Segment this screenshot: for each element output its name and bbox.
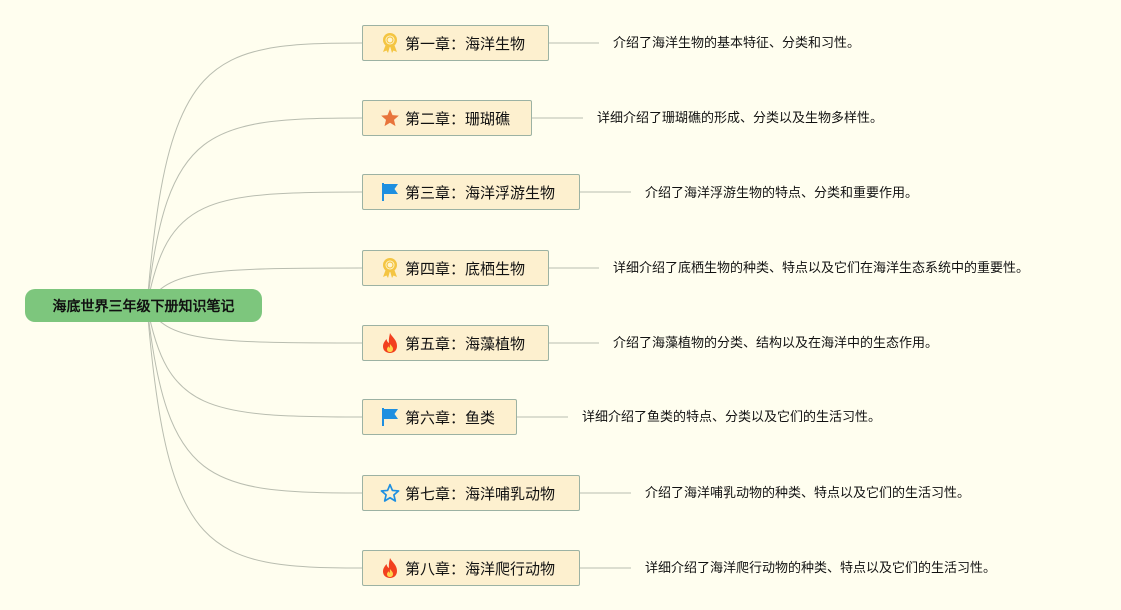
root-topic[interactable]: 海底世界三年级下册知识笔记: [25, 289, 262, 322]
chapter-node-6[interactable]: 第六章：鱼类: [362, 399, 517, 435]
branch-connector: [146, 305, 363, 494]
chapter-node-2[interactable]: 第二章：珊瑚礁: [362, 100, 532, 136]
chapter-node-3[interactable]: 第三章：海洋浮游生物: [362, 174, 580, 210]
chapter-label: 第六章：鱼类: [405, 408, 496, 427]
fire-icon: [379, 332, 401, 354]
chapter-label: 第七章：海洋哺乳动物: [405, 484, 556, 503]
chapter-label: 第四章：底栖生物: [405, 259, 526, 278]
chapter-label: 第三章：海洋浮游生物: [405, 183, 556, 202]
branch-connector: [146, 305, 363, 569]
chapter-description-4: 详细介绍了底栖生物的种类、特点以及它们在海洋生态系统中的重要性。: [613, 261, 1030, 276]
chapter-description-2: 详细介绍了珊瑚礁的形成、分类以及生物多样性。: [597, 111, 884, 126]
chapter-description-1: 介绍了海洋生物的基本特征、分类和习性。: [613, 36, 861, 51]
fire-icon: [379, 557, 401, 579]
chapter-node-5[interactable]: 第五章：海藻植物: [362, 325, 549, 361]
branch-connector: [146, 42, 363, 306]
award-ribbon-icon: [379, 32, 401, 54]
chapter-label: 第八章：海洋爬行动物: [405, 559, 556, 578]
chapter-node-1[interactable]: 第一章：海洋生物: [362, 25, 549, 61]
chapter-description-5: 介绍了海藻植物的分类、结构以及在海洋中的生态作用。: [613, 336, 939, 351]
chapter-label: 第五章：海藻植物: [405, 334, 526, 353]
chapter-label: 第二章：珊瑚礁: [405, 109, 511, 128]
flag-icon: [379, 181, 401, 203]
star-outline-icon: [379, 482, 401, 504]
star-icon: [379, 107, 401, 129]
chapter-node-4[interactable]: 第四章：底栖生物: [362, 250, 549, 286]
chapter-node-8[interactable]: 第八章：海洋爬行动物: [362, 550, 580, 586]
branch-connector: [146, 305, 363, 418]
chapter-description-8: 详细介绍了海洋爬行动物的种类、特点以及它们的生活习性。: [645, 561, 997, 576]
branch-connector: [146, 117, 363, 306]
flag-icon: [379, 406, 401, 428]
chapter-description-7: 介绍了海洋哺乳动物的种类、特点以及它们的生活习性。: [645, 486, 971, 501]
chapter-description-3: 介绍了海洋浮游生物的特点、分类和重要作用。: [645, 186, 919, 201]
chapter-node-7[interactable]: 第七章：海洋哺乳动物: [362, 475, 580, 511]
chapter-label: 第一章：海洋生物: [405, 34, 526, 53]
award-ribbon-icon: [379, 257, 401, 279]
chapter-description-6: 详细介绍了鱼类的特点、分类以及它们的生活习性。: [582, 410, 882, 425]
